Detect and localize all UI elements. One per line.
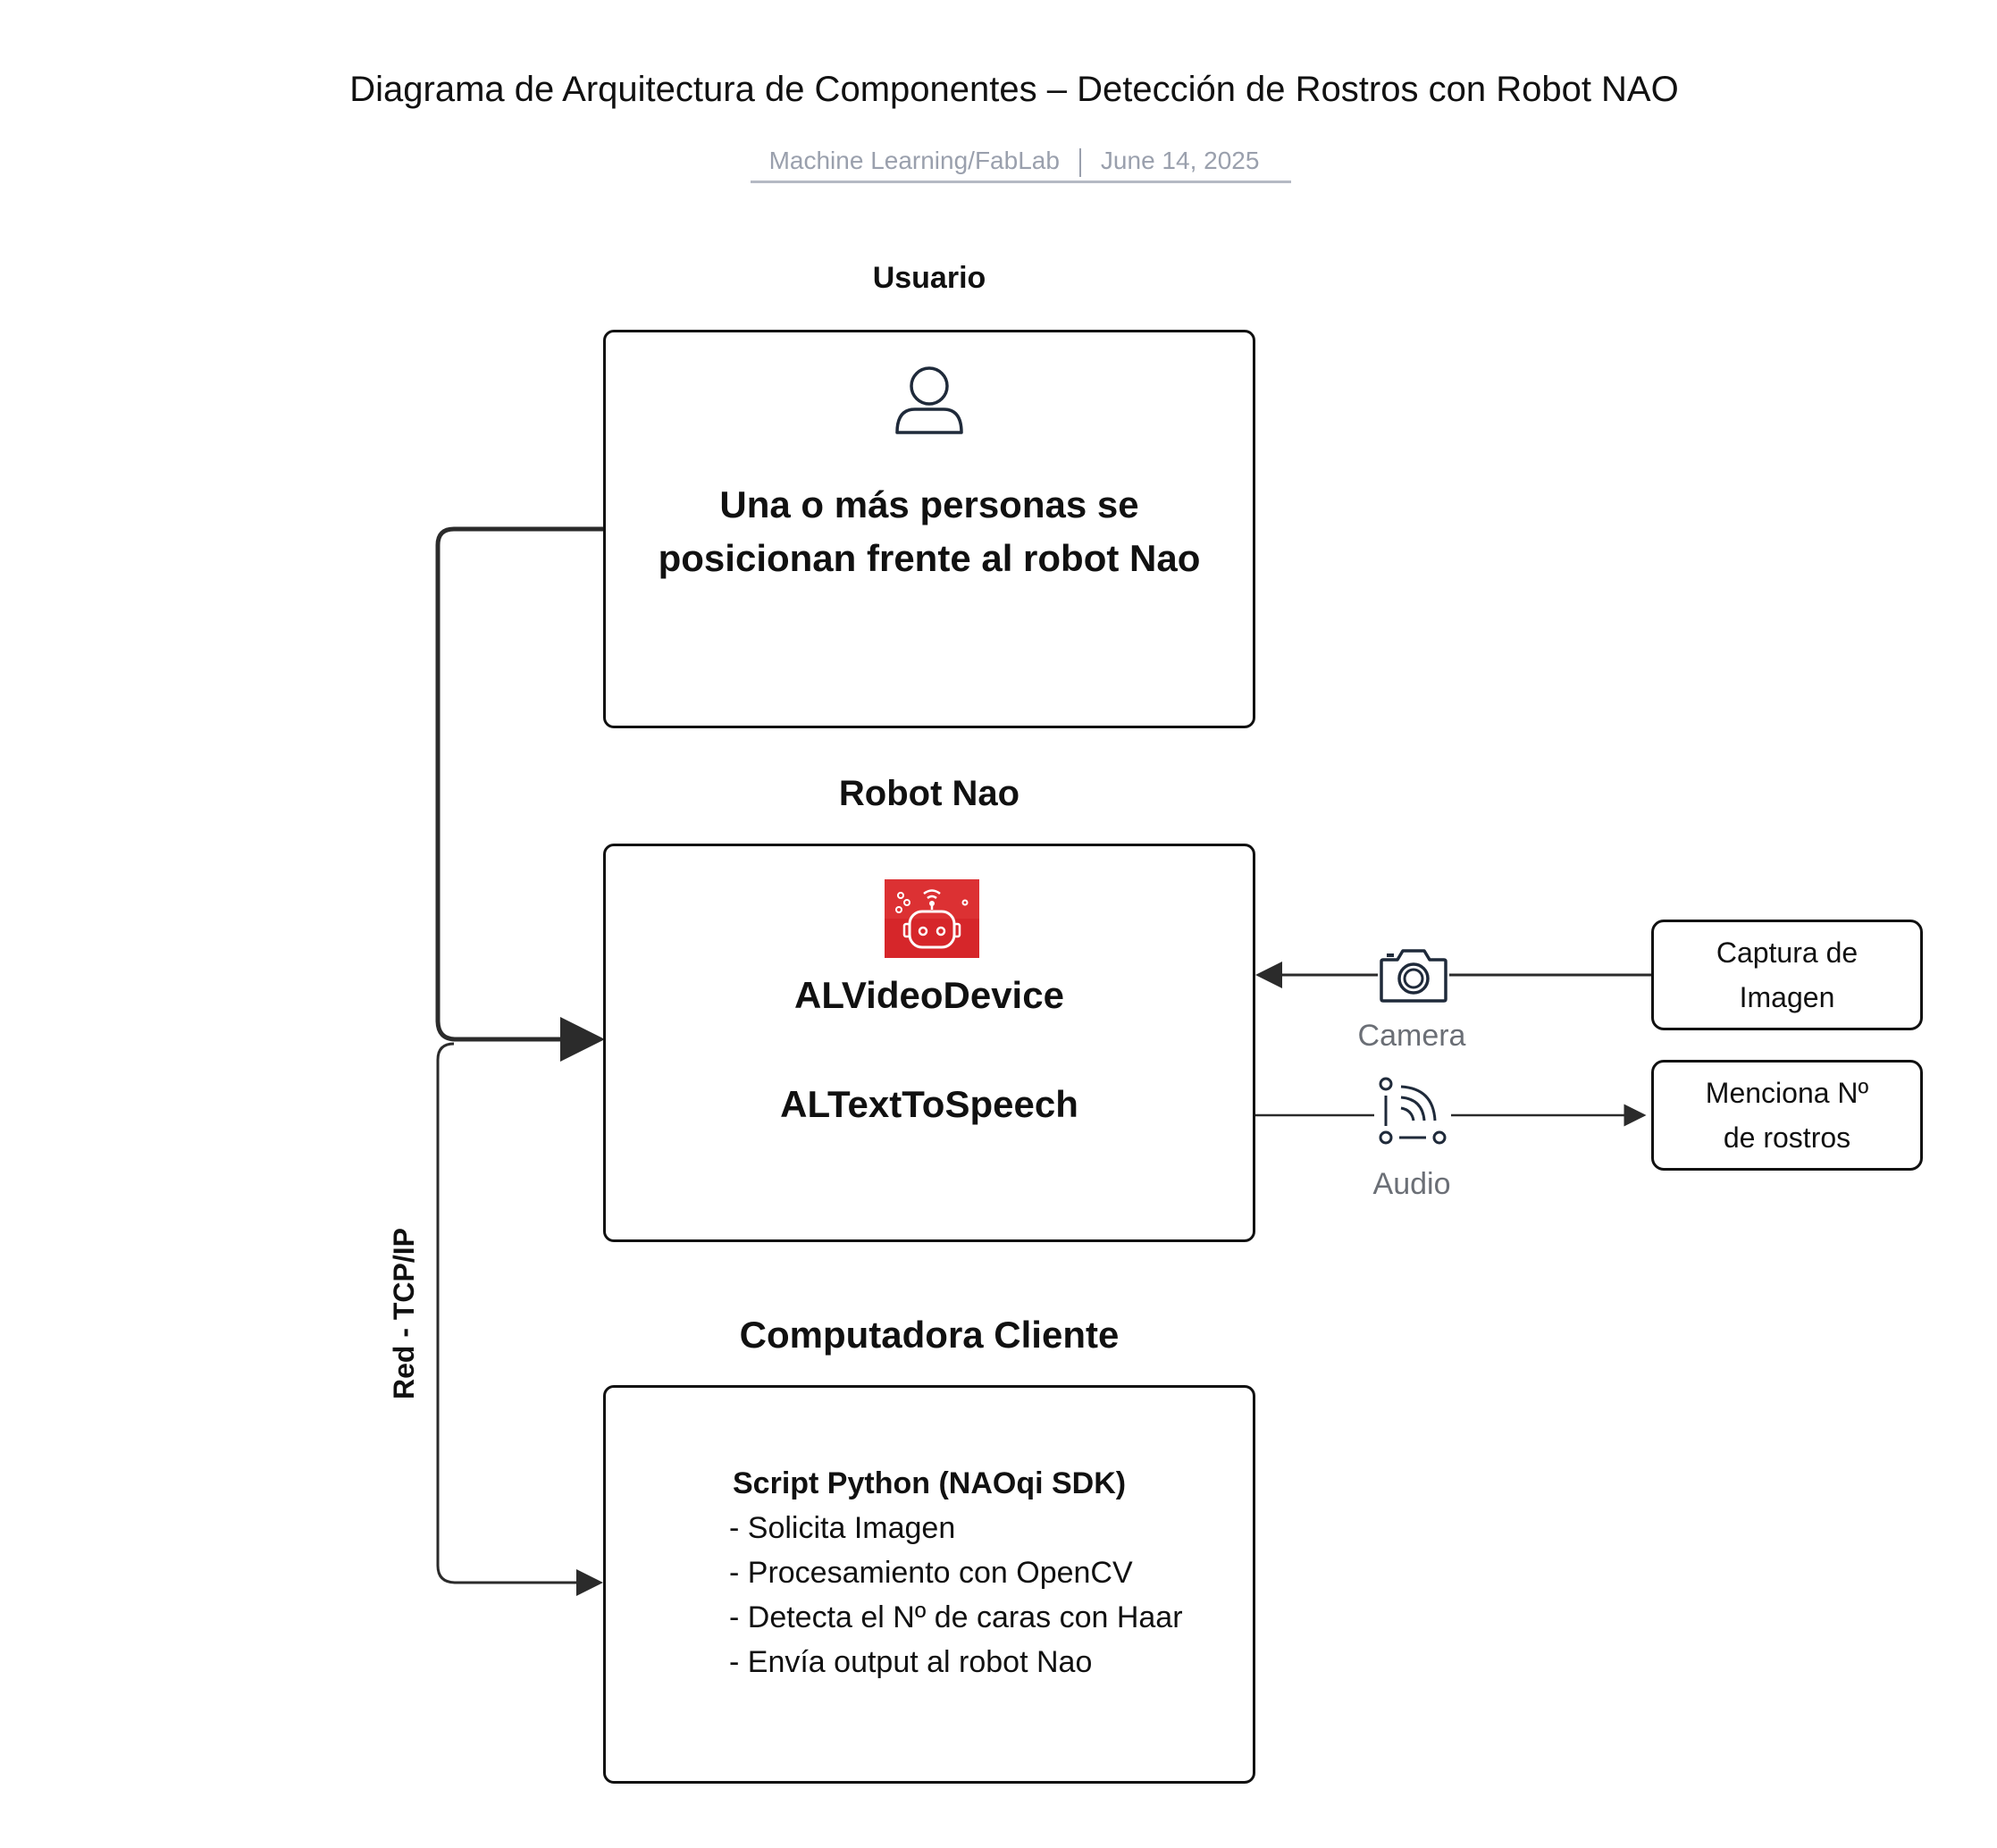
captura-imagen-text: Captura de Imagen [1716,930,1858,1020]
script-item-1: - Solicita Imagen [729,1511,956,1545]
audio-icon [1374,1074,1451,1147]
script-item-3: - Detecta el Nº de caras con Haar [729,1600,1183,1634]
captura-line2: Imagen [1739,981,1835,1013]
robot-box[interactable]: ALVideoDevice ALTextToSpeech [603,844,1255,1242]
camera-icon [1378,944,1449,1006]
audio-label: Audio [1372,1167,1451,1201]
menciona-line2: de rostros [1723,1121,1851,1154]
usuario-to-robot-connector [435,526,605,1062]
cliente-box[interactable]: Script Python (NAOqi SDK) - Solicita Ima… [603,1385,1255,1784]
robot-icon [885,879,979,958]
date-label: June 14, 2025 [1100,147,1260,174]
usuario-text-line1: Una o más personas se [719,483,1139,525]
usuario-box[interactable]: Una o más personas se posicionan frente … [603,330,1255,728]
menciona-rostros-text: Menciona Nº de rostros [1706,1071,1868,1160]
script-item-2: - Procesamiento con OpenCV [729,1556,1133,1590]
captura-imagen-box[interactable]: Captura de Imagen [1651,920,1923,1030]
menciona-line1: Menciona Nº [1705,1077,1869,1109]
camera-label: Camera [1357,1019,1466,1053]
subtitle-divider [1078,147,1081,177]
network-label: Red - TCP/IP [388,1228,420,1400]
script-title: Script Python (NAOqi SDK) [733,1466,1127,1500]
robot-label: Robot Nao [838,774,1020,813]
usuario-description: Una o más personas se posicionan frente … [606,478,1253,585]
module-alvideodevice: ALVideoDevice [794,974,1064,1016]
module-altexttospeech: ALTextToSpeech [780,1083,1078,1125]
subtitle-underline [751,181,1291,183]
source-label: Machine Learning/FabLab [768,147,1060,174]
cliente-label: Computadora Cliente [739,1314,1120,1356]
network-connector [436,1042,603,1596]
script-description: Script Python (NAOqi SDK) - Solicita Ima… [729,1461,1183,1684]
menciona-rostros-box[interactable]: Menciona Nº de rostros [1651,1060,1923,1171]
usuario-text-line2: posicionan frente al robot Nao [658,537,1201,579]
page-title: Diagrama de Arquitectura de Componentes … [349,70,1679,109]
captura-line1: Captura de [1716,937,1859,969]
user-icon [606,365,1253,441]
script-item-4: - Envía output al robot Nao [729,1645,1093,1679]
usuario-label: Usuario [872,261,986,295]
page-subtitle: Machine Learning/FabLab June 14, 2025 [0,147,1997,177]
